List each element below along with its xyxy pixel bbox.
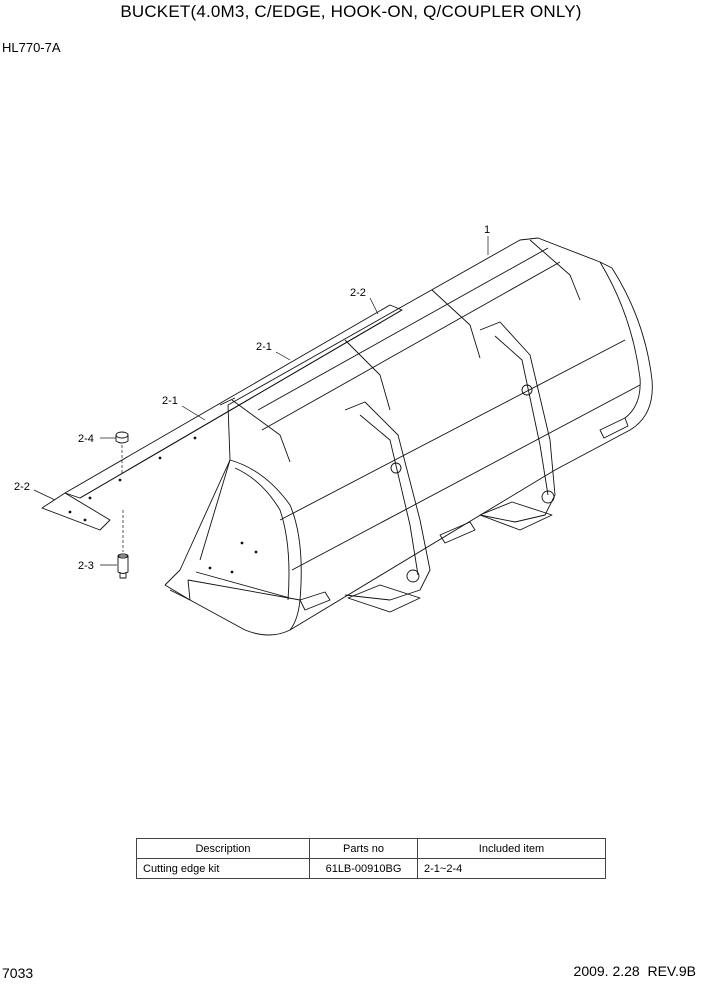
model-code: HL770-7A: [2, 40, 61, 55]
callout-2-3: 2-3: [78, 560, 94, 572]
callout-2-1-upper: 2-1: [256, 341, 272, 353]
col-included-item: Included item: [417, 838, 606, 859]
page-number: 7033: [2, 965, 34, 981]
cell-parts-no: 61LB-00910BG: [309, 858, 418, 879]
nut-2-4: [115, 431, 129, 444]
callout-2-2-left: 2-2: [14, 481, 30, 493]
callout-2-2-top: 2-2: [350, 287, 366, 299]
table-row: Cutting edge kit 61LB-00910BG 2-1~2-4: [136, 858, 606, 879]
cell-included-item: 2-1~2-4: [417, 858, 606, 879]
cell-description: Cutting edge kit: [136, 858, 310, 879]
page-title: BUCKET(4.0M3, C/EDGE, HOOK-ON, Q/COUPLER…: [120, 2, 582, 21]
callout-2-1-lower: 2-1: [162, 395, 178, 407]
callout-1: 1: [484, 224, 490, 236]
col-parts-no: Parts no: [309, 838, 418, 859]
callout-2-4: 2-4: [78, 433, 94, 445]
bucket-body: [164, 237, 653, 636]
table-header-row: Description Parts no Included item: [136, 838, 606, 859]
edge-holes: [68, 436, 258, 574]
cutting-edge-2-1: [41, 304, 403, 531]
parts-table: Description Parts no Included item Cutti…: [136, 838, 606, 879]
bolt-2-3: [117, 553, 129, 579]
revision-date: 2009. 2.28 REV.9B: [573, 963, 696, 979]
col-description: Description: [136, 838, 310, 859]
